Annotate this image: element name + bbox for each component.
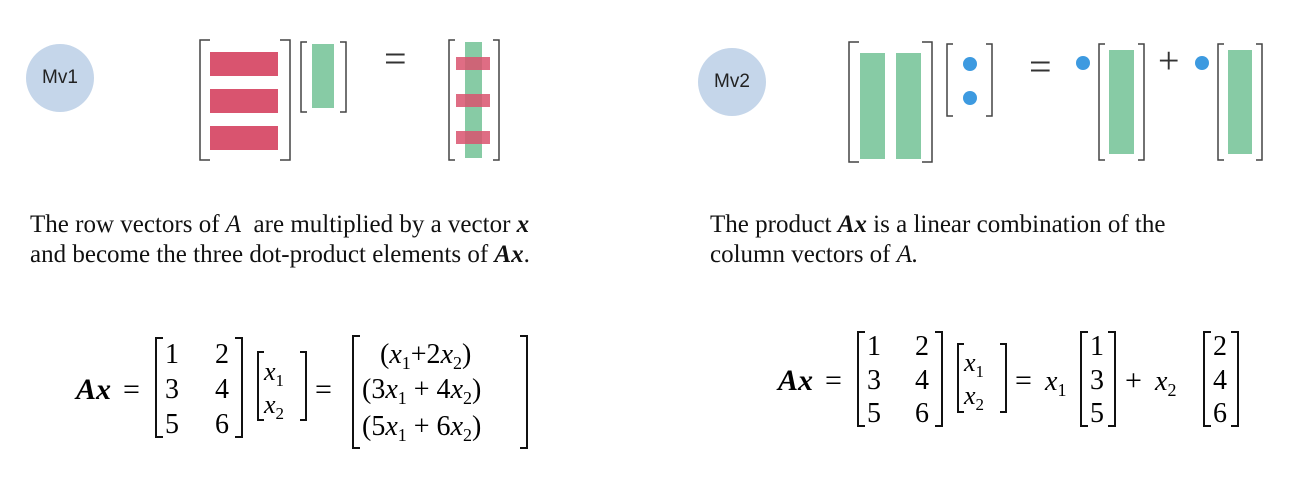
A-21: 3: [867, 365, 881, 396]
result-row-3: [456, 131, 490, 144]
coefficient-dot-2b: [1195, 56, 1209, 70]
plus-eq: +: [1125, 364, 1142, 397]
eq-sign-2: =: [315, 373, 332, 406]
col2-entry-2: 4: [1213, 365, 1227, 396]
x-entry-2: x2: [963, 381, 984, 414]
caption-line-1: The row vectors of A are multiplied by a…: [30, 211, 530, 238]
coefficient-dot-1b: [1076, 56, 1090, 70]
badge-label: Mv1: [42, 67, 78, 88]
A-22: 4: [915, 365, 929, 396]
A-11: 1: [165, 339, 179, 370]
term-column-1: [1109, 50, 1134, 154]
col1-entry-3: 5: [1090, 398, 1104, 429]
col1-entry-2: 3: [1090, 365, 1104, 396]
badge-mv1: Mv1: [26, 44, 94, 112]
A-12: 2: [215, 339, 229, 370]
A-21: 3: [165, 374, 179, 405]
column-vector-1: [860, 53, 885, 159]
vector-bracket-left: [300, 41, 307, 113]
caption-line-1: The product Ax is a linear combination o…: [710, 211, 1166, 238]
result-bracket-right: [493, 39, 500, 161]
result-entry-2: (3x1 + 4x2): [362, 374, 481, 408]
lhs-Ax: Ax: [74, 373, 111, 406]
row-vector-3: [210, 126, 278, 150]
vector-bracket-right: [340, 41, 347, 113]
plus-sign: +: [1158, 40, 1179, 82]
result-entry-3: (5x1 + 6x2): [362, 411, 481, 445]
equals-sign: =: [1029, 44, 1052, 89]
mv2-equation: Ax = 1 2 3 4 5 6 x1 x2 = x1 1 3 5 + x2 2…: [776, 331, 1239, 429]
row-vector-1: [210, 52, 278, 76]
eq-sign-1: =: [825, 364, 842, 397]
caption-mv1: The row vectors of A are multiplied by a…: [30, 210, 530, 270]
A-31: 5: [165, 409, 179, 440]
A-31: 5: [867, 398, 881, 429]
equals-sign: =: [384, 36, 407, 81]
A-12: 2: [915, 331, 929, 362]
caption-mv2: The product Ax is a linear combination o…: [710, 210, 1165, 270]
caption-line-2: column vectors of A.: [710, 241, 919, 268]
A-22: 4: [215, 374, 229, 405]
caption-line-2: and become the three dot-product element…: [30, 241, 530, 268]
eq-sign-2: =: [1015, 364, 1032, 397]
coef-x1: x1: [1044, 366, 1066, 400]
result-bracket-left: [448, 39, 455, 161]
matrix-bracket-left: [199, 39, 210, 161]
term-column-2: [1228, 50, 1252, 154]
A-32: 6: [915, 398, 929, 429]
col2-entry-1: 2: [1213, 331, 1227, 362]
col2-entry-3: 6: [1213, 398, 1227, 429]
lhs-Ax: Ax: [776, 364, 813, 397]
mv1-equation: Ax = 1 2 3 4 5 6 x1 x2 = (x1+2x2) (3x1 +…: [74, 335, 528, 449]
result-row-1: [456, 57, 490, 70]
x-entry-1: x1: [963, 348, 984, 381]
A-32: 6: [215, 409, 229, 440]
coef-x2: x2: [1154, 366, 1176, 400]
result-row-2: [456, 94, 490, 107]
x-entry-1: x1: [263, 357, 284, 390]
x-entry-2: x2: [263, 390, 284, 423]
panel-mv2: Mv2 = + The product Ax is a linear combi…: [650, 0, 1300, 486]
coefficient-dot-1: [963, 57, 977, 71]
coefficient-dot-2: [963, 91, 977, 105]
panel-mv1: Mv1 = The row vectors of A are multiplie…: [26, 36, 530, 449]
mv1-diagram: =: [199, 36, 500, 161]
matrix-bracket-right: [280, 39, 291, 161]
mv2-diagram: = +: [848, 40, 1263, 163]
row-vector-2: [210, 89, 278, 113]
eq-sign-1: =: [123, 373, 140, 406]
col1-entry-1: 1: [1090, 331, 1104, 362]
badge-label: Mv2: [714, 71, 750, 92]
A-11: 1: [867, 331, 881, 362]
badge-mv2: Mv2: [698, 48, 766, 116]
column-vector-2: [896, 53, 921, 159]
column-vector-x: [312, 44, 334, 108]
result-entry-1: (x1+2x2): [380, 339, 471, 373]
